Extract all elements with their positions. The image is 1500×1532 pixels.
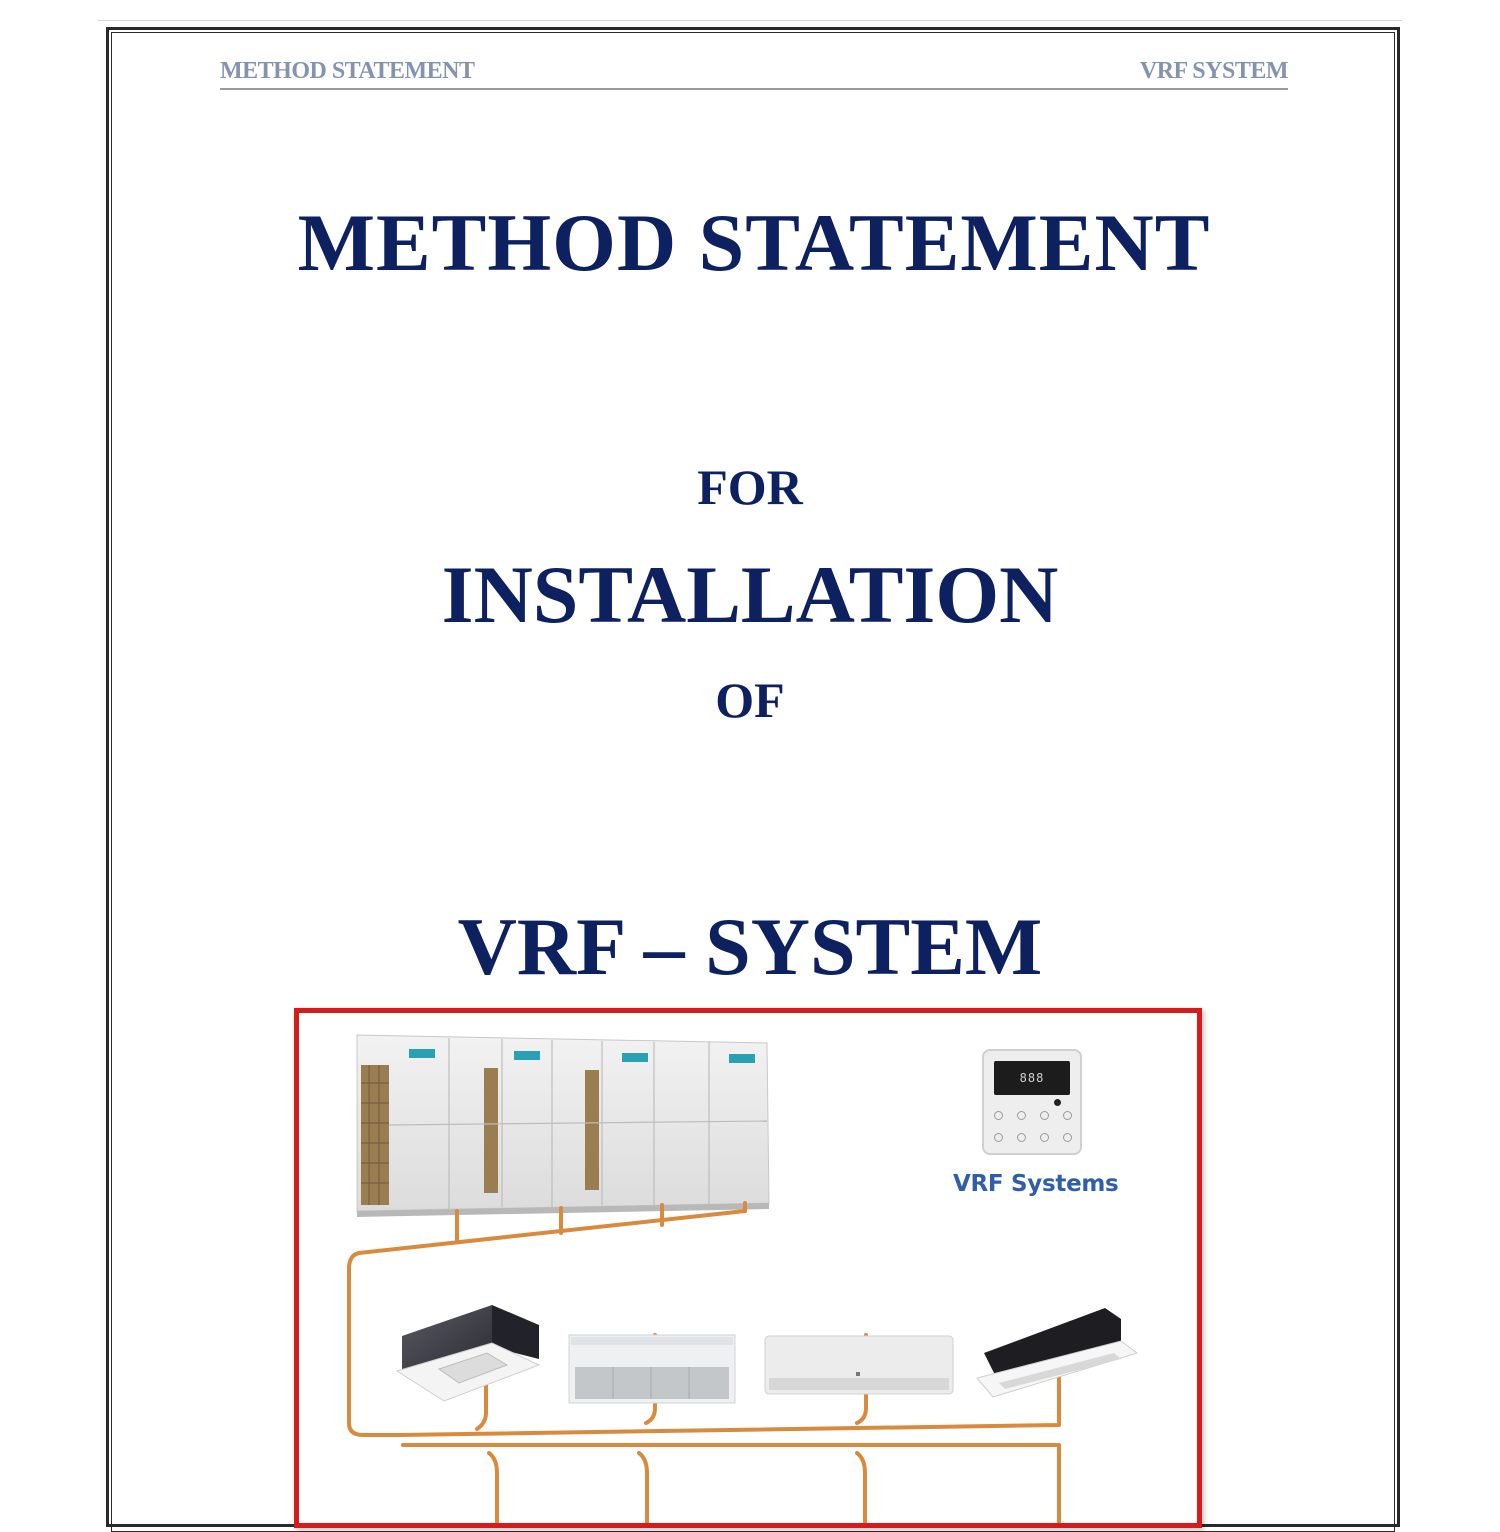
vrf-system-diagram: 888 VRF Systems — [294, 1008, 1202, 1528]
controller-buttons-row-1 — [994, 1111, 1072, 1120]
controller-display: 888 — [994, 1061, 1070, 1095]
refrigerant-pipes — [347, 1201, 1061, 1523]
page-top-rule — [98, 20, 1402, 21]
controller-buttons-row-2 — [994, 1133, 1072, 1142]
controller-indicator — [1054, 1099, 1061, 1106]
title-vrf-system: VRF – SYSTEM — [457, 901, 1043, 992]
diagram-caption: VRF Systems — [953, 1171, 1119, 1197]
indoor-floor-ceiling-icon — [568, 1334, 736, 1404]
outdoor-units-icon — [356, 1034, 770, 1217]
indoor-cassette-1way-icon — [976, 1308, 1139, 1398]
document-title: METHOD STATEMENT — [297, 197, 1211, 288]
running-header: METHOD STATEMENT VRF SYSTEM — [220, 56, 1289, 90]
title-for: FOR — [697, 459, 803, 515]
indoor-wall-split-icon — [764, 1335, 954, 1395]
remote-controller-icon: 888 — [982, 1049, 1082, 1155]
title-of: OF — [715, 672, 785, 728]
indoor-cassette-4way-icon — [395, 1305, 541, 1402]
vrf-diagram-illustration — [347, 1034, 1139, 1523]
title-installation: INSTALLATION — [441, 549, 1059, 640]
header-right-text: VRF SYSTEM — [1139, 58, 1289, 84]
header-left-text: METHOD STATEMENT — [220, 58, 475, 84]
